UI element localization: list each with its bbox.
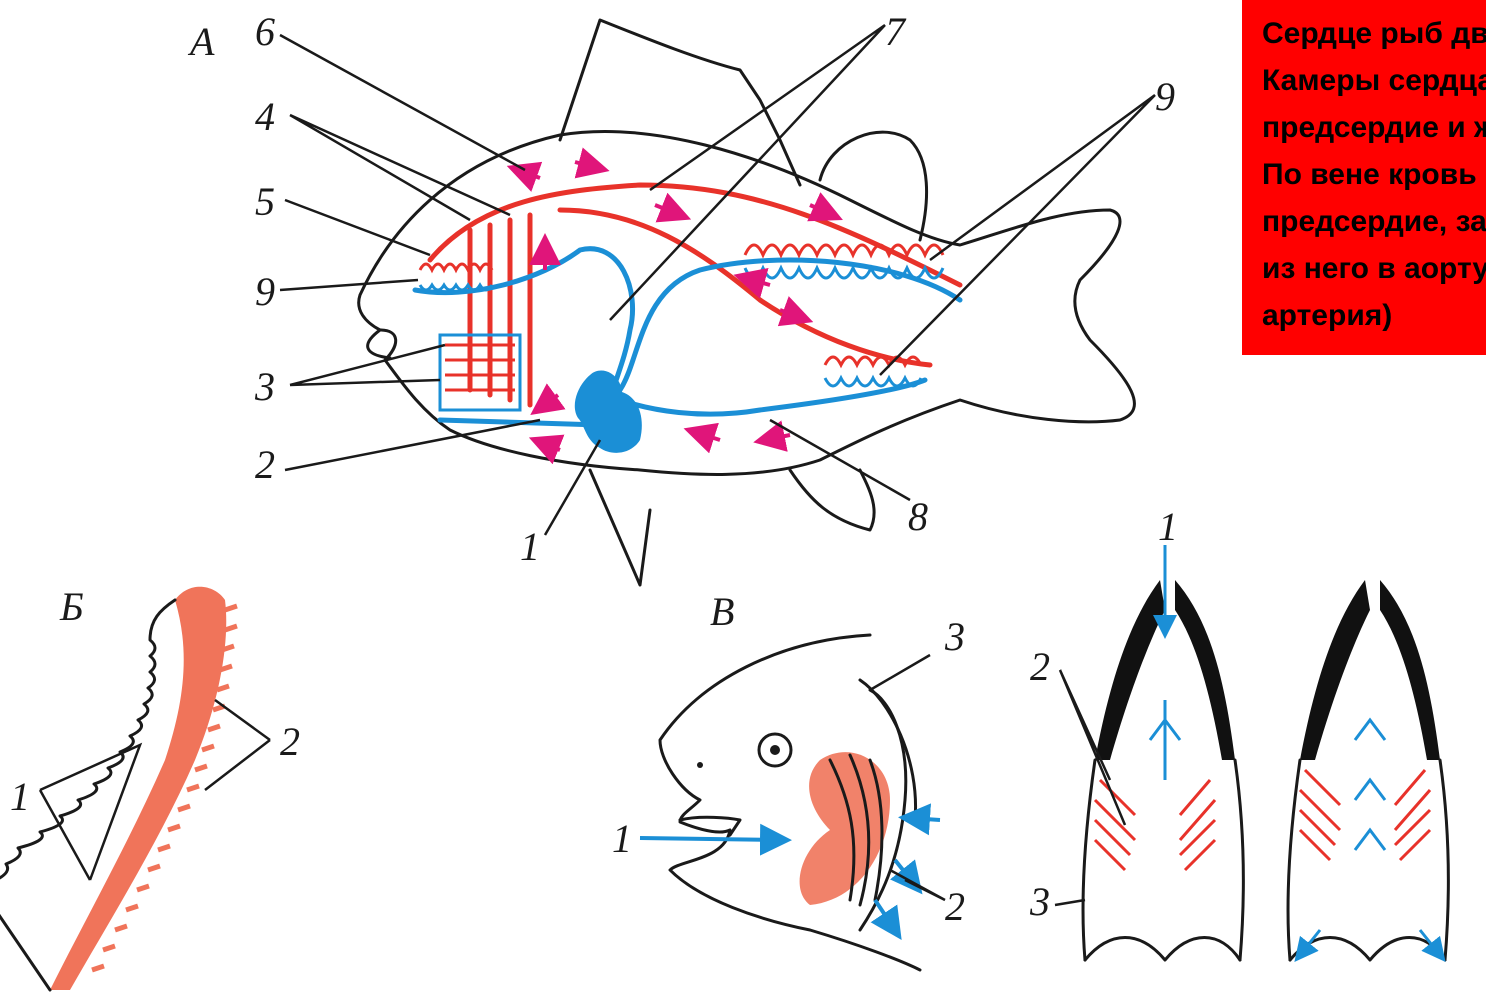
label-6: 6 — [255, 9, 275, 54]
fish-head-figure — [640, 635, 945, 970]
gill-tissue — [800, 752, 890, 905]
label-9-right: 9 — [1155, 74, 1175, 119]
gill-arch-view-right — [1288, 580, 1448, 960]
second-dorsal-fin — [820, 132, 927, 240]
text-line-5: предсердие, затем в желудочек, — [1262, 198, 1486, 245]
gill-arch-view-left — [1055, 545, 1243, 960]
head-label-3: 3 — [944, 614, 965, 659]
heart-description-text: Сердце рыб двухкамерное. Камеры сердца: … — [1262, 10, 1486, 339]
panel-label-v: В — [710, 589, 734, 634]
text-line-2: Камеры сердца: — [1262, 57, 1486, 104]
dorsal-fin — [560, 20, 800, 185]
panel-label-a: А — [187, 19, 215, 64]
gill-filament — [50, 587, 226, 990]
text-line-3: предсердие и желудочек. — [1262, 104, 1486, 151]
posterior-artery — [560, 210, 930, 365]
gill-label-2: 2 — [280, 719, 300, 764]
label-3: 3 — [254, 364, 275, 409]
gill-label-1: 1 — [10, 774, 30, 819]
heart-icon — [575, 370, 642, 452]
text-line-6: из него в аорту (брюшная — [1262, 245, 1486, 292]
arch-label-1: 1 — [1158, 504, 1178, 549]
text-clip: Сердце рыб двухкамерное. Камеры сердца: … — [1242, 0, 1486, 400]
anal-fin — [790, 470, 874, 530]
label-1: 1 — [520, 524, 540, 569]
pelvic-fin — [590, 470, 650, 585]
label-7: 7 — [885, 9, 907, 54]
heart-description-panel: Сердце рыб двухкамерное. Камеры сердца: … — [1242, 0, 1486, 355]
label-9-left: 9 — [255, 269, 275, 314]
label-4: 4 — [255, 94, 275, 139]
label-2: 2 — [255, 442, 275, 487]
text-line-4: По вене кровь поступает в — [1262, 151, 1486, 198]
text-line-1: Сердце рыб двухкамерное. — [1262, 10, 1486, 57]
capillary-bed-tail — [825, 357, 921, 386]
head-label-1: 1 — [612, 816, 632, 861]
capillary-bed-head — [420, 264, 492, 290]
arch-label-2: 2 — [1030, 644, 1050, 689]
leader-lines — [280, 25, 1155, 535]
nostril — [697, 762, 703, 768]
arch-label-3: 3 — [1029, 879, 1050, 924]
pupil — [770, 745, 780, 755]
head-label-2: 2 — [945, 884, 965, 929]
gill-filament-figure — [0, 587, 270, 990]
text-line-7: артерия) — [1262, 292, 1486, 339]
label-5: 5 — [255, 179, 275, 224]
label-8: 8 — [908, 494, 928, 539]
panel-label-b: Б — [59, 584, 84, 629]
mouth — [368, 330, 390, 358]
fish-figure — [280, 20, 1155, 585]
